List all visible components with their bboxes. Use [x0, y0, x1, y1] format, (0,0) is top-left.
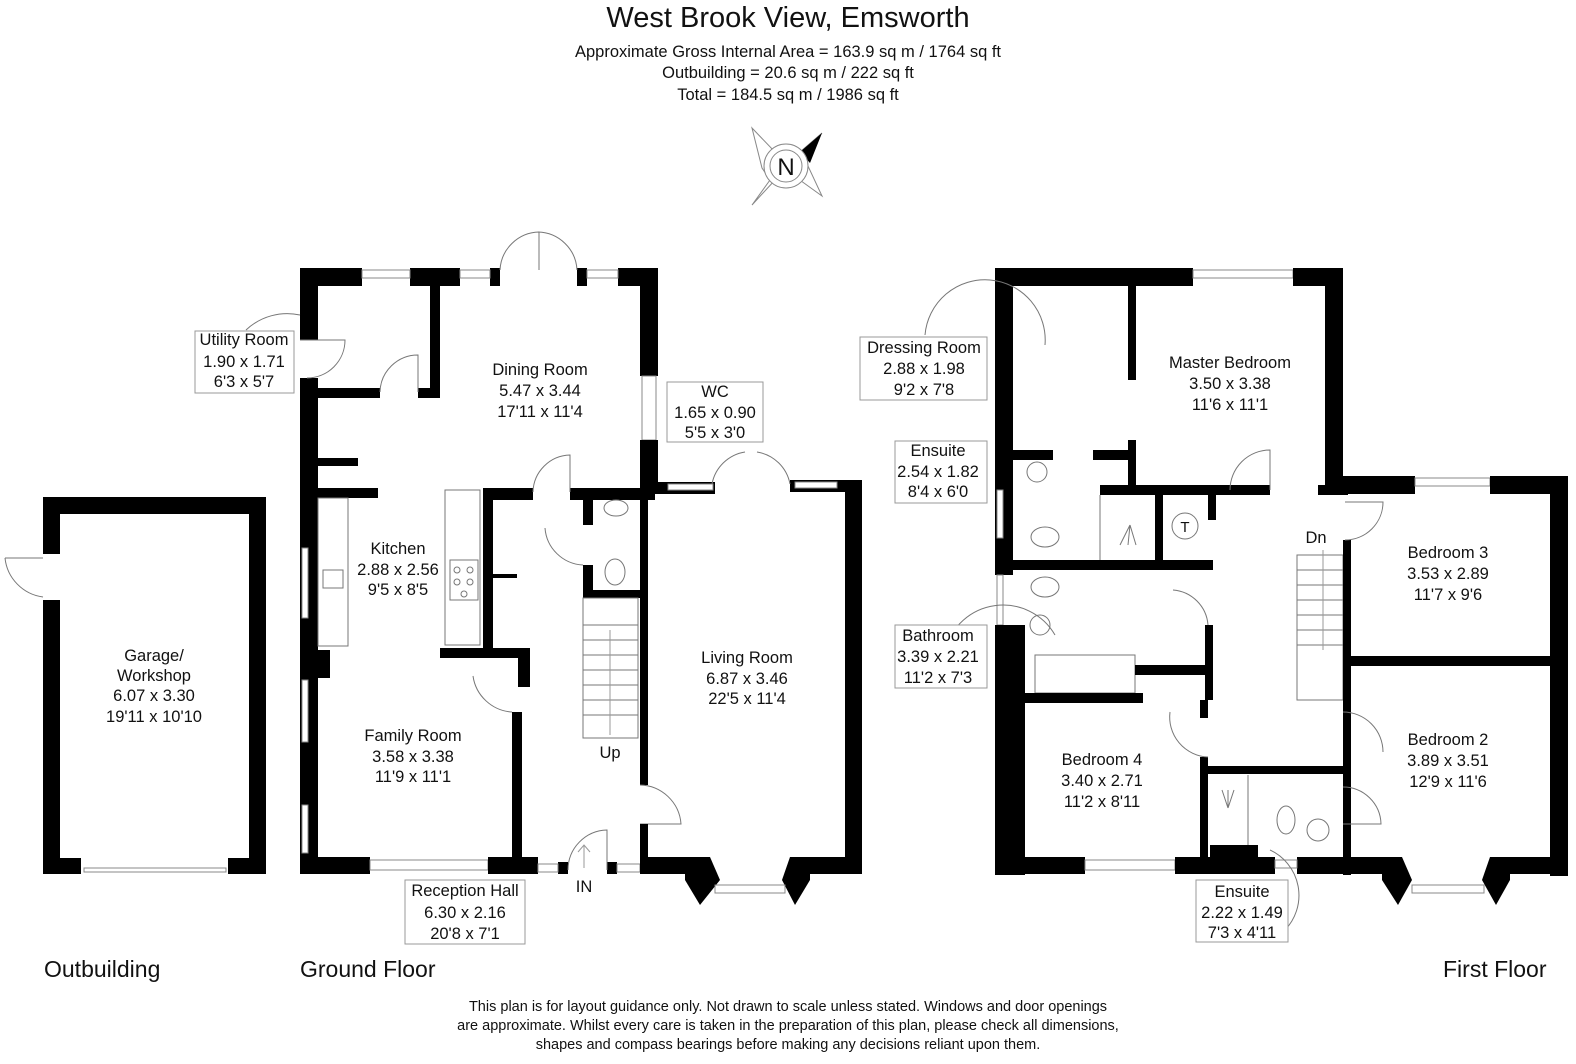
- room-label-bedroom-4: Bedroom 4 3.40 x 2.71 11'2 x 8'11: [1061, 751, 1143, 811]
- ground-floor-outline: Up IN: [245, 231, 862, 905]
- compass-north-label: N: [777, 154, 794, 181]
- disclaimer-line-1: This plan is for layout guidance only. N…: [468, 999, 1108, 1015]
- svg-text:3.50 x 3.38: 3.50 x 3.38: [1189, 375, 1271, 393]
- svg-text:5.47 x 3.44: 5.47 x 3.44: [499, 382, 581, 400]
- svg-text:Reception Hall: Reception Hall: [411, 882, 518, 900]
- svg-text:9'5 x 8'5: 9'5 x 8'5: [368, 581, 428, 599]
- svg-text:Ensuite: Ensuite: [910, 442, 965, 460]
- gross-internal-area: Approximate Gross Internal Area = 163.9 …: [574, 43, 1002, 61]
- entrance-label: IN: [576, 878, 593, 896]
- room-label-family: Family Room 3.58 x 3.38 11'9 x 11'1: [364, 727, 461, 786]
- svg-text:5'5 x 3'0: 5'5 x 3'0: [685, 424, 745, 442]
- svg-text:Dressing Room: Dressing Room: [867, 339, 981, 357]
- tank-label: T: [1180, 519, 1189, 536]
- svg-text:22'5 x 11'4: 22'5 x 11'4: [708, 690, 786, 708]
- svg-text:6.30 x 2.16: 6.30 x 2.16: [424, 904, 506, 922]
- stairs-down-label: Dn: [1305, 529, 1326, 547]
- disclaimer-line-2: are approximate. Whilst every care is ta…: [457, 1018, 1119, 1034]
- plan-title: West Brook View, Emsworth: [606, 2, 970, 34]
- svg-text:20'8 x 7'1: 20'8 x 7'1: [430, 925, 500, 943]
- svg-text:7'3 x 4'11: 7'3 x 4'11: [1208, 924, 1276, 942]
- svg-text:11'9 x 11'1: 11'9 x 11'1: [375, 768, 451, 786]
- room-label-living: Living Room 6.87 x 3.46 22'5 x 11'4: [701, 649, 793, 708]
- svg-text:Utility Room: Utility Room: [200, 331, 289, 349]
- svg-text:19'11 x 10'10: 19'11 x 10'10: [106, 708, 202, 726]
- stairs-up-label: Up: [599, 744, 620, 762]
- svg-text:3.53 x 2.89: 3.53 x 2.89: [1407, 565, 1489, 583]
- garage-outline: [4, 497, 266, 874]
- svg-text:Living Room: Living Room: [701, 649, 793, 667]
- room-label-bathroom: Bathroom 3.39 x 2.21 11'2 x 7'3: [894, 624, 988, 689]
- svg-text:3.39 x 2.21: 3.39 x 2.21: [897, 648, 979, 666]
- svg-text:6.07 x 3.30: 6.07 x 3.30: [113, 687, 195, 705]
- svg-text:2.54 x 1.82: 2.54 x 1.82: [897, 463, 979, 481]
- floor-label-first: First Floor: [1443, 956, 1547, 982]
- outbuilding-area: Outbuilding = 20.6 sq m / 222 sq ft: [662, 64, 914, 82]
- room-label-ensuite-bedroom-2: Ensuite 2.22 x 1.49 7'3 x 4'11: [1195, 879, 1289, 943]
- svg-text:Dining Room: Dining Room: [492, 361, 587, 379]
- svg-text:Garage/: Garage/: [124, 647, 184, 665]
- first-floor-outline: T Dn: [924, 268, 1568, 931]
- svg-text:6'3 x 5'7: 6'3 x 5'7: [214, 373, 274, 391]
- svg-text:Kitchen: Kitchen: [370, 540, 425, 558]
- room-label-dressing: Dressing Room 2.88 x 1.98 9'2 x 7'8: [859, 336, 988, 401]
- room-label-garage: Garage/ Workshop 6.07 x 3.30 19'11 x 10'…: [106, 647, 202, 726]
- svg-text:12'9 x 11'6: 12'9 x 11'6: [1409, 773, 1487, 791]
- svg-text:2.88 x 1.98: 2.88 x 1.98: [883, 360, 965, 378]
- svg-text:1.65 x 0.90: 1.65 x 0.90: [674, 404, 756, 422]
- floor-label-ground: Ground Floor: [300, 956, 436, 982]
- svg-text:17'11 x 11'4: 17'11 x 11'4: [497, 403, 583, 421]
- svg-text:Workshop: Workshop: [117, 667, 191, 685]
- room-label-reception-hall: Reception Hall 6.30 x 2.16 20'8 x 7'1: [404, 879, 526, 945]
- svg-text:1.90 x 1.71: 1.90 x 1.71: [203, 353, 285, 371]
- room-label-bedroom-3: Bedroom 3 3.53 x 2.89 11'7 x 9'6: [1407, 544, 1489, 604]
- svg-text:WC: WC: [701, 383, 729, 401]
- svg-text:Bathroom: Bathroom: [902, 627, 974, 645]
- svg-text:Ensuite: Ensuite: [1214, 883, 1269, 901]
- svg-text:11'2 x 7'3: 11'2 x 7'3: [904, 669, 972, 687]
- svg-text:Family Room: Family Room: [364, 727, 461, 745]
- svg-text:3.89 x 3.51: 3.89 x 3.51: [1407, 752, 1489, 770]
- room-label-dining: Dining Room 5.47 x 3.44 17'11 x 11'4: [492, 361, 587, 421]
- svg-text:8'4 x 6'0: 8'4 x 6'0: [908, 483, 968, 501]
- compass-rose-icon: N: [751, 126, 824, 206]
- room-label-ensuite-master: Ensuite 2.54 x 1.82 8'4 x 6'0: [894, 440, 988, 504]
- svg-text:6.87 x 3.46: 6.87 x 3.46: [706, 670, 788, 688]
- room-label-master-bedroom: Master Bedroom 3.50 x 3.38 11'6 x 11'1: [1169, 354, 1291, 414]
- floor-label-outbuilding: Outbuilding: [44, 956, 161, 982]
- svg-text:Bedroom 4: Bedroom 4: [1062, 751, 1143, 769]
- svg-text:9'2 x 7'8: 9'2 x 7'8: [894, 381, 954, 399]
- svg-text:Bedroom 3: Bedroom 3: [1408, 544, 1489, 562]
- room-label-kitchen: Kitchen 2.88 x 2.56 9'5 x 8'5: [357, 540, 439, 599]
- disclaimer: This plan is for layout guidance only. N…: [0, 998, 1576, 1055]
- disclaimer-line-3: shapes and compass bearings before makin…: [535, 1037, 1041, 1053]
- svg-text:3.58 x 3.38: 3.58 x 3.38: [372, 748, 454, 766]
- svg-text:Master Bedroom: Master Bedroom: [1169, 354, 1291, 372]
- room-label-wc: WC 1.65 x 0.90 5'5 x 3'0: [666, 381, 764, 443]
- svg-text:Bedroom 2: Bedroom 2: [1408, 731, 1489, 749]
- total-area: Total = 184.5 sq m / 1986 sq ft: [677, 86, 899, 104]
- svg-text:11'7 x 9'6: 11'7 x 9'6: [1414, 586, 1482, 604]
- room-label-utility: Utility Room 1.90 x 1.71 6'3 x 5'7: [194, 330, 295, 394]
- svg-text:2.88 x 2.56: 2.88 x 2.56: [357, 561, 439, 579]
- svg-text:2.22 x 1.49: 2.22 x 1.49: [1201, 904, 1283, 922]
- svg-text:11'6 x 11'1: 11'6 x 11'1: [1192, 396, 1268, 414]
- svg-text:11'2 x 8'11: 11'2 x 8'11: [1064, 793, 1140, 811]
- room-label-bedroom-2: Bedroom 2 3.89 x 3.51 12'9 x 11'6: [1407, 731, 1489, 791]
- svg-text:3.40 x 2.71: 3.40 x 2.71: [1061, 772, 1143, 790]
